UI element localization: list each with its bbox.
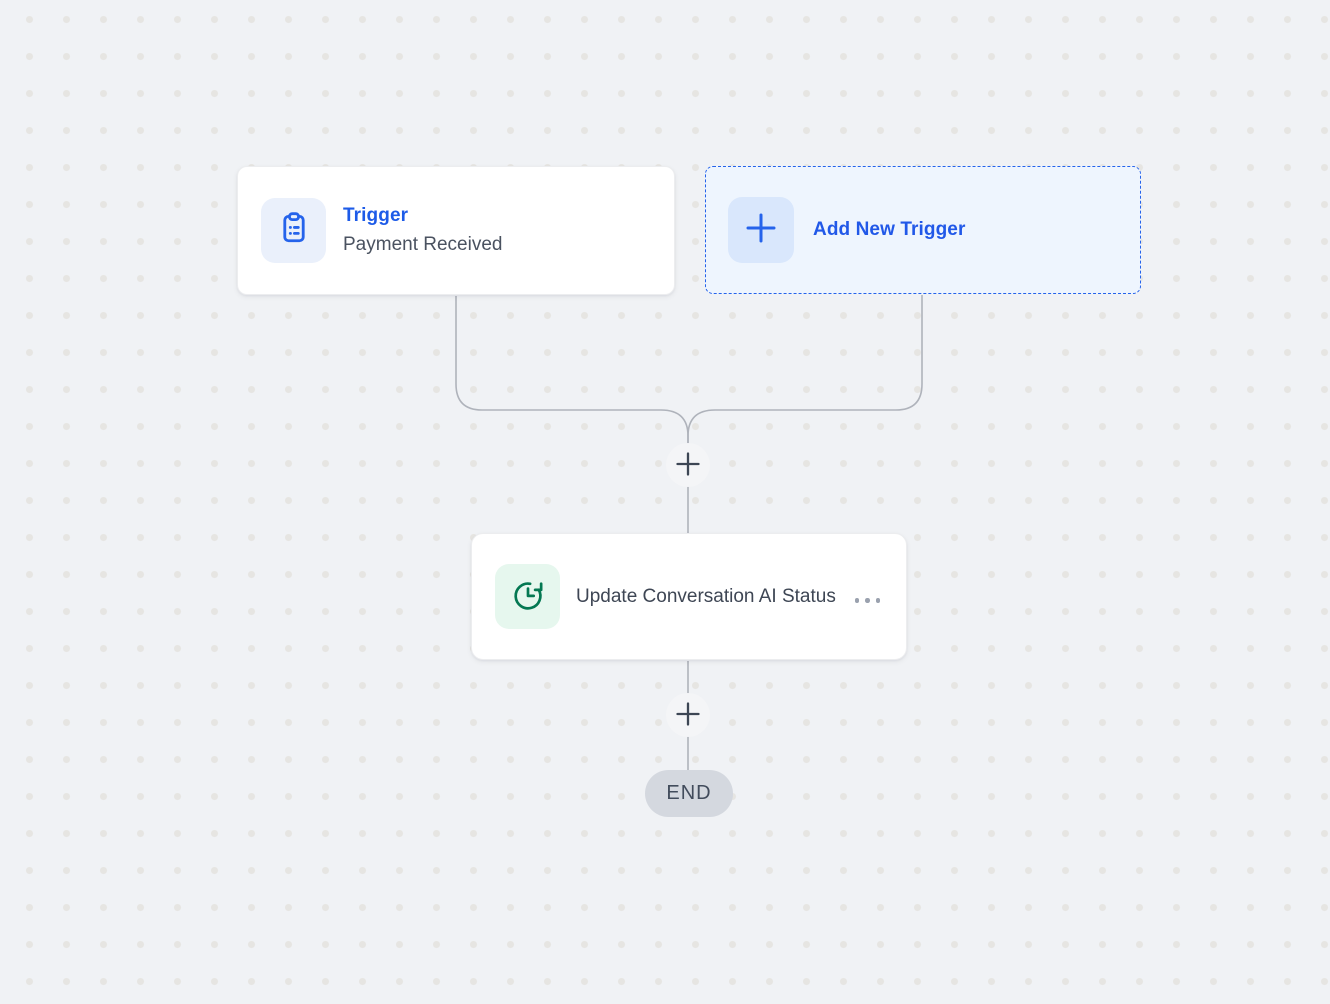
add-step-icon <box>675 701 701 730</box>
trigger-title: Trigger <box>343 204 409 226</box>
action-icon-container <box>495 564 560 629</box>
end-label: END <box>666 782 712 804</box>
trigger-node[interactable]: Trigger Payment Received <box>237 166 675 295</box>
add-new-trigger-button[interactable]: Add New Trigger <box>705 166 1141 294</box>
clipboard-list-icon <box>277 211 311 250</box>
trigger-icon-container <box>261 198 326 263</box>
trigger-subtitle: Payment Received <box>343 233 503 255</box>
trigger-text-block: Trigger Payment Received <box>343 202 502 260</box>
action-title: Update Conversation AI Status <box>576 585 836 607</box>
ellipsis-icon[interactable] <box>851 594 885 607</box>
add-step-button-2[interactable] <box>666 693 710 737</box>
add-step-button-1[interactable] <box>666 443 710 487</box>
clock-history-icon <box>509 575 547 618</box>
add-step-icon <box>675 451 701 480</box>
action-node[interactable]: Update Conversation AI Status <box>471 533 907 660</box>
plus-icon <box>745 212 777 249</box>
end-node: END <box>645 770 733 817</box>
connector-addtrigger-to-merge <box>687 295 923 447</box>
connector-trigger-to-merge <box>455 296 689 447</box>
add-new-trigger-label: Add New Trigger <box>813 219 966 240</box>
plus-icon-container <box>728 197 794 263</box>
